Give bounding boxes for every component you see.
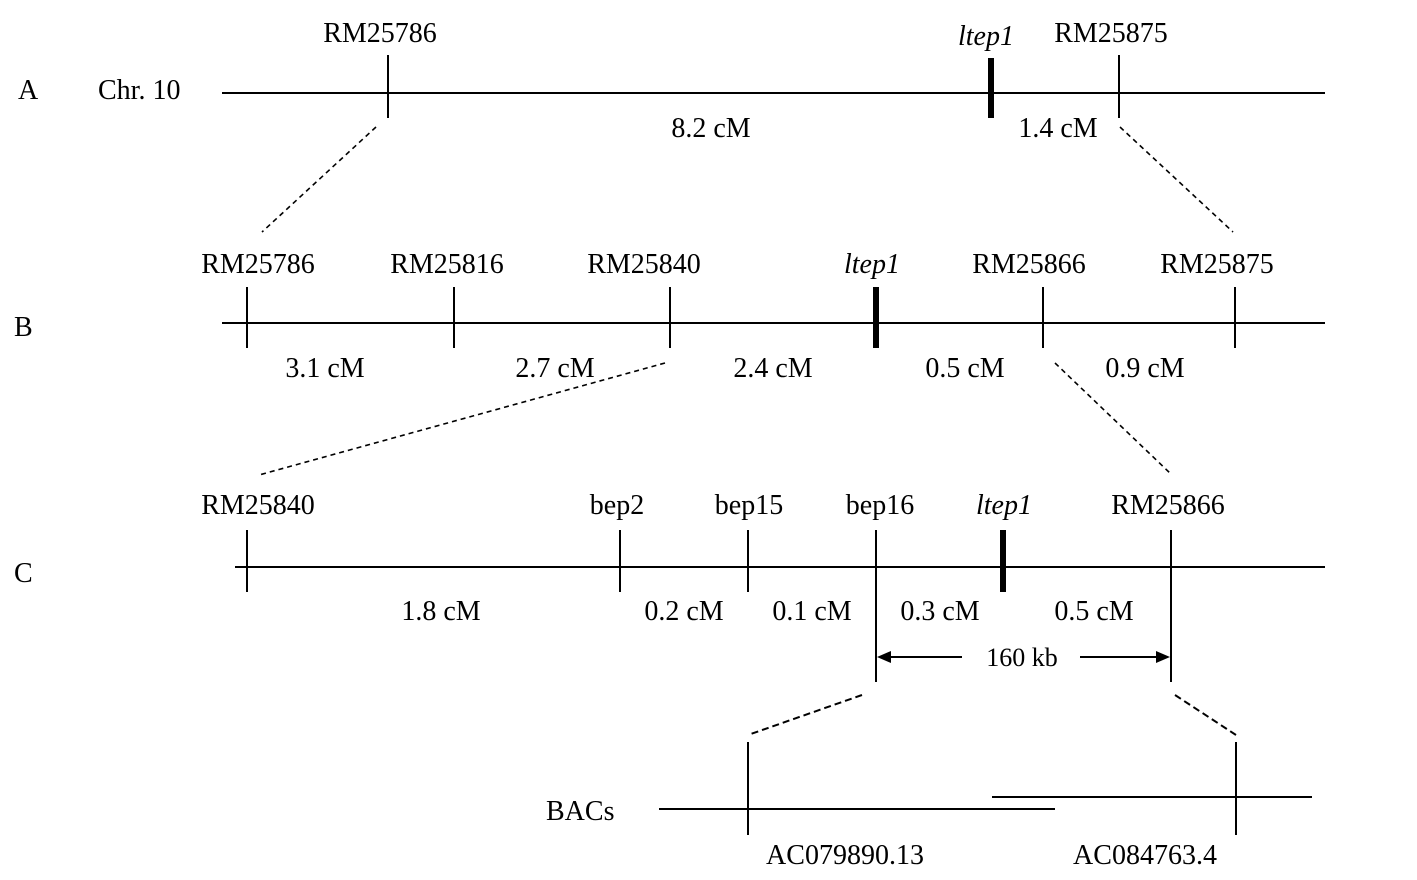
panel-c: C RM25840 bep2 bep15 bep16 ltep1 RM25866… xyxy=(14,490,1325,682)
gene-label-b-ltep1: ltep1 xyxy=(844,249,900,280)
bac-label-ac079890: AC079890.13 xyxy=(766,840,924,871)
marker-label-b-rm25786: RM25786 xyxy=(201,249,315,280)
distance-label-a-2: 1.4 cM xyxy=(1018,113,1097,144)
marker-label-c-bep15: bep15 xyxy=(715,490,783,521)
marker-label-b-rm25875: RM25875 xyxy=(1160,249,1274,280)
distance-label-a-1: 8.2 cM xyxy=(671,113,750,144)
interval-arrowhead-right xyxy=(1156,651,1170,663)
distance-label-c-4: 0.3 cM xyxy=(900,596,979,627)
zoom-connector-a-right xyxy=(1119,126,1234,233)
panel-b-letter: B xyxy=(14,312,33,343)
marker-label-a-rm25875: RM25875 xyxy=(1054,18,1168,49)
marker-label-c-rm25840: RM25840 xyxy=(201,490,315,521)
panel-a-letter: A xyxy=(18,75,39,106)
gene-label-a-ltep1: ltep1 xyxy=(958,21,1014,52)
distance-label-c-5: 0.5 cM xyxy=(1054,596,1133,627)
panel-a: A Chr. 10 RM25786 ltep1 RM25875 8.2 cM 1… xyxy=(18,18,1325,144)
distance-label-b-2: 2.7 cM xyxy=(515,353,594,384)
zoom-connector-c-right xyxy=(1174,694,1237,736)
interval-label: 160 kb xyxy=(986,643,1058,672)
interval-arrowhead-left xyxy=(877,651,891,663)
bac-label-ac084763: AC084763.4 xyxy=(1073,840,1217,871)
marker-label-c-bep16: bep16 xyxy=(846,490,914,521)
distance-label-b-3: 2.4 cM xyxy=(733,353,812,384)
marker-label-b-rm25840: RM25840 xyxy=(587,249,701,280)
gene-label-c-ltep1: ltep1 xyxy=(976,490,1032,521)
zoom-connector-c-left xyxy=(747,694,863,736)
marker-label-b-rm25866: RM25866 xyxy=(972,249,1086,280)
zoom-connector-a-left xyxy=(261,126,377,233)
interval-arrow: 160 kb xyxy=(877,643,1170,672)
marker-label-a-rm25786: RM25786 xyxy=(323,18,437,49)
distance-label-c-3: 0.1 cM xyxy=(772,596,851,627)
distance-label-c-2: 0.2 cM xyxy=(644,596,723,627)
distance-label-b-5: 0.9 cM xyxy=(1105,353,1184,384)
marker-label-b-rm25816: RM25816 xyxy=(390,249,504,280)
chromosome-label: Chr. 10 xyxy=(98,75,180,106)
distance-label-c-1: 1.8 cM xyxy=(401,596,480,627)
distance-label-b-1: 3.1 cM xyxy=(285,353,364,384)
panel-c-letter: C xyxy=(14,558,33,589)
panel-b: B RM25786 RM25816 RM25840 ltep1 RM25866 … xyxy=(14,249,1325,384)
zoom-connector-b-left xyxy=(258,362,666,476)
marker-label-c-bep2: bep2 xyxy=(590,490,644,521)
marker-label-c-rm25866: RM25866 xyxy=(1111,490,1225,521)
distance-label-b-4: 0.5 cM xyxy=(925,353,1004,384)
bac-contig: BACs AC079890.13 AC084763.4 xyxy=(546,742,1312,871)
bacs-label: BACs xyxy=(546,796,614,827)
